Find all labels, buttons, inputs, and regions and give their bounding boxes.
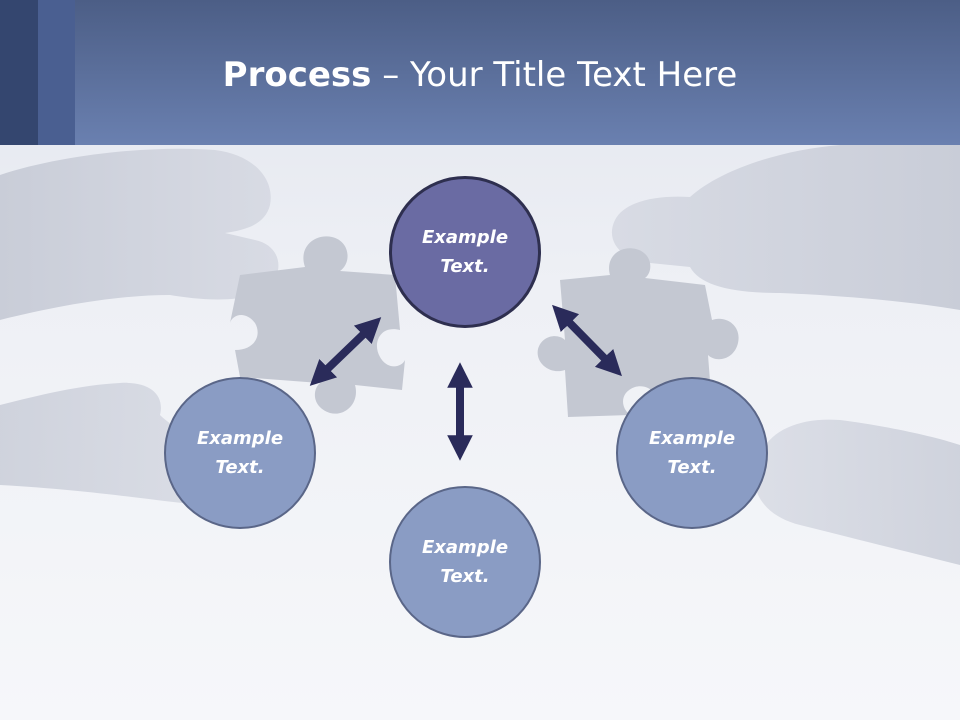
arrow-right-diagonal [552, 304, 622, 377]
slide-title[interactable]: Process – Your Title Text Here [0, 52, 960, 98]
title-rest-part: Your Title Text Here [410, 55, 738, 95]
title-separator: – [371, 55, 411, 95]
node-right-line1: Example [648, 428, 736, 449]
header-accent-dark [0, 0, 38, 145]
title-bold-part: Process [222, 55, 372, 95]
node-left-line2: Text. [215, 457, 265, 478]
node-right-line2: Text. [667, 457, 717, 478]
node-top-line2: Text. [440, 256, 490, 277]
node-top[interactable]: Example Text. [389, 176, 541, 328]
node-bottom[interactable]: Example Text. [389, 486, 541, 638]
node-left[interactable]: Example Text. [164, 377, 316, 529]
right-hand-shape [611, 145, 960, 565]
arrow-left-diagonal [309, 317, 382, 386]
node-bottom-line2: Text. [440, 566, 490, 587]
header-accent-light [38, 0, 75, 145]
node-right[interactable]: Example Text. [616, 377, 768, 529]
puzzle-hands-illustration [0, 145, 960, 565]
node-top-line1: Example [421, 227, 509, 248]
node-left-line1: Example [196, 428, 284, 449]
node-bottom-line1: Example [421, 537, 509, 558]
title-banner: Process – Your Title Text Here [0, 0, 960, 145]
